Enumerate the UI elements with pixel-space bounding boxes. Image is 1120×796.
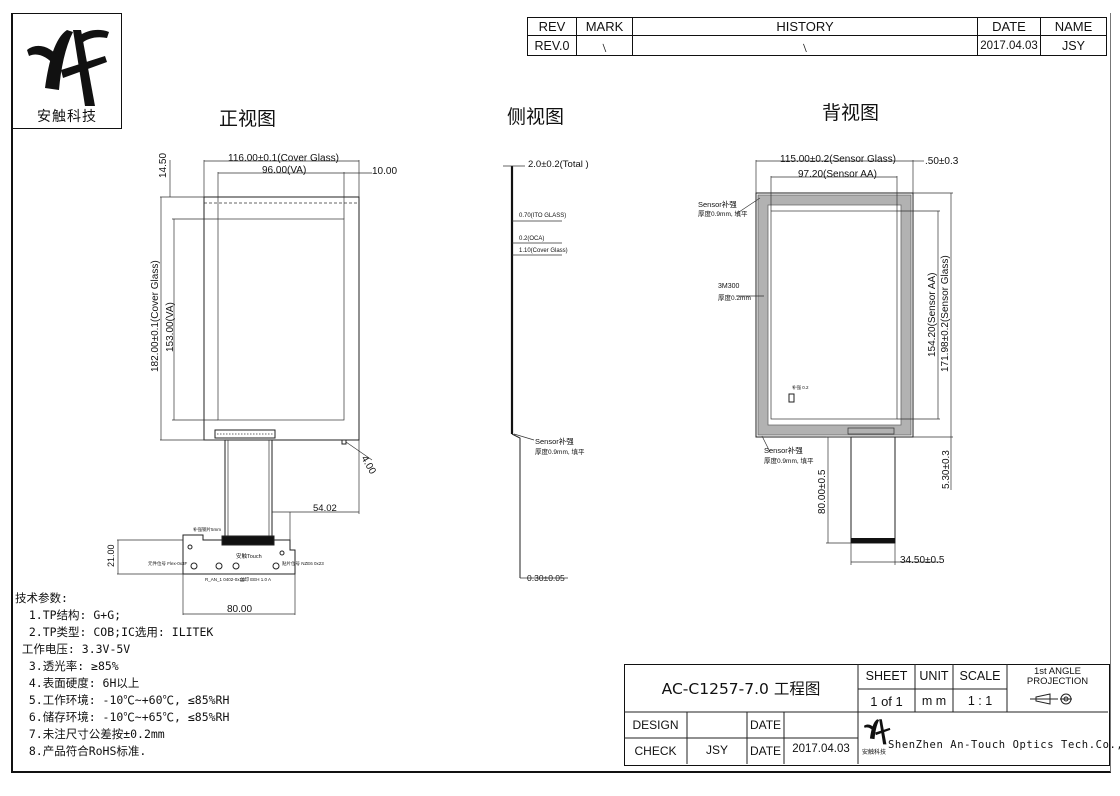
fpc-label-3: 元件位号 Flex-0x3F (148, 561, 188, 566)
back-note-small: 补强 0.2 (792, 385, 809, 390)
fpc-label-4: R_AN_1 0402-0x1B (205, 577, 246, 582)
check-value: JSY (705, 743, 728, 757)
back-view-title: 背视图 (822, 102, 880, 124)
fpc-label-1: 补强钢片5mm (193, 527, 221, 532)
projection-symbol-icon (1030, 693, 1072, 705)
back-note-3m-2: 厚度0.2mm (718, 295, 751, 302)
front-dim-fpc-width: 80.00 (227, 604, 253, 615)
back-dim-right: .50±0.3 (925, 156, 959, 167)
side-layer-oca: 0.2(OCA) (519, 236, 545, 242)
back-note-top-2: 厚度0.9mm, 填平 (698, 211, 748, 218)
projection-label-2: PROJECTION (1026, 676, 1089, 687)
side-view-title: 侧视图 (507, 106, 565, 128)
spec-line-4: 3.透光率: ≥85% (15, 659, 119, 673)
back-note-top-1: Sensor补强 (698, 200, 737, 209)
check-date-label: DATE (749, 744, 782, 758)
scale-value: 1 : 1 (967, 694, 993, 708)
check-date-value: 2017.04.03 (792, 743, 850, 755)
logo-box: 安触科技 (13, 13, 122, 129)
name-value: JSY (1040, 35, 1107, 56)
spec-line-1: 1.TP结构: G+G; (15, 608, 122, 622)
logo-text: 安触科技 (37, 109, 97, 125)
front-cover-glass (203, 196, 360, 441)
side-layer-ito: 0.70(ITO GLASS) (519, 213, 567, 219)
drawing-title: AC-C1257-7.0 工程图 (661, 680, 821, 698)
back-note-bottom-1: Sensor补强 (764, 446, 803, 455)
design-date-label: DATE (749, 718, 782, 732)
company-name: ShenZhen An-Touch Optics Tech.Co.,Ltd (888, 739, 1120, 751)
rev-value: REV.0 (527, 35, 577, 56)
side-dim-total: 2.0±0.2(Total ) (528, 159, 589, 170)
back-hatched-border (757, 194, 912, 436)
drawing-frame (11, 13, 1111, 773)
spec-line-6: 5.工作环境: -10℃~+60℃, ≤85%RH (15, 693, 230, 707)
spec-line-9: 8.产品符合RoHS标准. (15, 744, 147, 758)
sheet-value: 1 of 1 (870, 694, 903, 709)
fpc-hole-6 (279, 550, 285, 556)
title-block (624, 664, 1110, 766)
front-fpc-board (182, 534, 296, 575)
spec-line-3: 工作电压: 3.3V-5V (15, 642, 131, 656)
back-note-bottom-2: 厚度0.9mm, 填平 (764, 458, 814, 465)
design-label: DESIGN (632, 718, 679, 732)
back-sensor-aa (770, 210, 898, 420)
fpc-hole-1 (190, 562, 198, 570)
fpc-ic-chip (221, 535, 275, 546)
fpc-hole-3 (232, 562, 240, 570)
company-logo-icon (27, 29, 109, 106)
side-layer-cover: 1.10(Cover Glass) (519, 248, 568, 254)
fpc-hole-5 (187, 544, 193, 550)
front-view-area (217, 218, 345, 421)
fpc-label-6: 丝印 EEH 1.0 A (240, 577, 272, 582)
company-logo-text: 安触科技 (862, 750, 887, 756)
front-dim-width: 116.00±0.1(Cover Glass) (228, 153, 339, 164)
back-note-3m-1: 3M300 (718, 283, 740, 290)
sheet-label: SHEET (865, 669, 908, 683)
mark-header: MARK (576, 17, 633, 36)
side-sensor-note-2: 厚度0.9mm, 填平 (535, 449, 585, 456)
fpc-hole-4 (272, 562, 280, 570)
back-fpc-stiffener (851, 538, 895, 543)
revision-table: REV MARK HISTORY DATE NAME REV.0 ﹨ ﹨ 201… (527, 17, 1107, 56)
name-header: NAME (1040, 17, 1107, 36)
unit-label: UNIT (919, 669, 949, 683)
front-dim-tail-a: 54.02 (313, 503, 337, 514)
back-dim-aa-width: 97.20(Sensor AA) (798, 169, 877, 180)
fpc-hole-2 (215, 562, 223, 570)
fpc-label-5: 贴片位号 NZE6 0x23 (282, 561, 324, 566)
front-view-title: 正视图 (219, 108, 277, 130)
specs-title: 技术参数: (15, 591, 68, 605)
front-bond-pad (214, 429, 276, 439)
spec-line-2: 2.TP类型: COB;IC选用: ILITEK (15, 625, 214, 639)
back-dim-fpc-w: 34.50±0.5 (900, 555, 945, 566)
side-dim-bottom: 0.30±0.05 (527, 573, 565, 583)
side-sensor-note-1: Sensor补强 (535, 437, 574, 446)
scale-label: SCALE (959, 669, 1001, 683)
fpc-label-2: 安触Touch (236, 554, 262, 560)
back-small-mark (788, 393, 795, 403)
front-dim-right-margin: 10.00 (372, 166, 398, 177)
spec-line-7: 6.储存环境: -10℃~+65℃, ≤85%RH (15, 710, 230, 724)
front-dim-va-width: 96.00(VA) (262, 165, 307, 176)
spec-line-8: 7.未注尺寸公差按±0.2mm (15, 727, 165, 741)
unit-value: m m (921, 694, 947, 708)
spec-line-5: 4.表面硬度: 6H以上 (15, 676, 140, 690)
check-label: CHECK (634, 744, 677, 758)
back-dim-width: 115.00±0.2(Sensor Glass) (780, 154, 896, 165)
side-fpc-line (511, 433, 521, 578)
back-bond-pad (847, 427, 895, 435)
mark-value: ﹨ (576, 35, 633, 56)
projection-label-1: 1st ANGLE (1034, 666, 1081, 677)
company-small-logo-icon (863, 719, 891, 745)
